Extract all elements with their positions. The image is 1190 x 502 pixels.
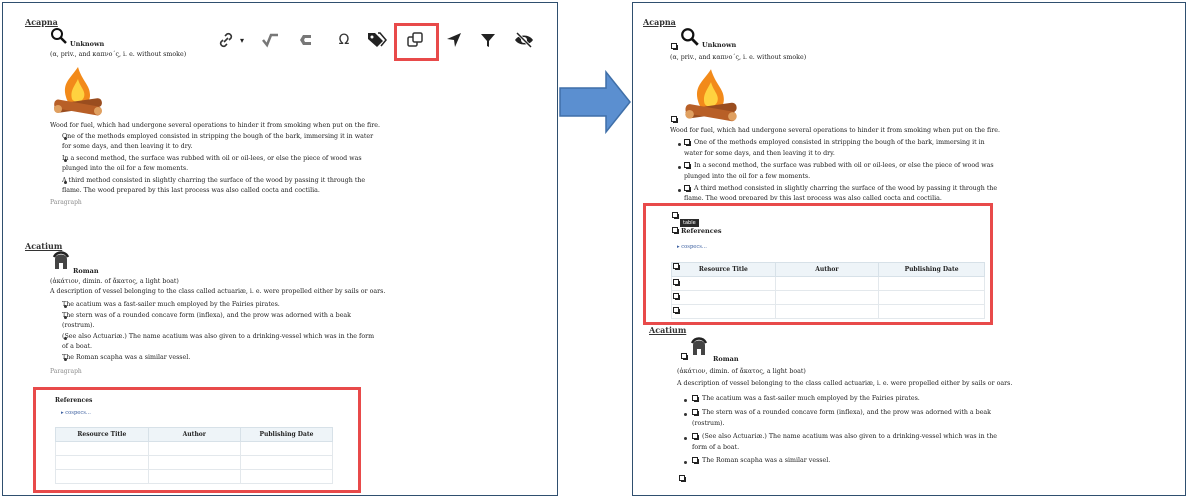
block-handle-icon[interactable] [684,162,691,169]
block-handle-icon[interactable] [692,395,699,402]
block-handle-icon[interactable] [673,279,680,286]
editor-before-panel: Acapna Unknown (α, priv., and καπνο΄ς, i… [2,2,558,496]
image-label: Unknown [702,41,737,49]
list-item-continued: plunged into the oil for a few moments. [62,165,189,172]
references-highlight [33,387,361,493]
table-row[interactable] [55,455,334,470]
list-item: The Roman scapha was a similar vessel. [62,354,191,361]
list-item: One of the methods employed consisted in… [62,133,374,140]
column-header[interactable]: Author [147,427,241,442]
list-item-continued: of a boat. [62,343,92,350]
block-handle-icon[interactable] [672,227,679,234]
list-item: (See also Actuariæ.) The name acatium wa… [702,433,998,440]
magnifier-icon [680,27,700,47]
block-handle-icon[interactable] [679,475,686,482]
c-shape-icon[interactable] [295,29,317,51]
references-table: Resource Title Author Publishing Date [55,427,334,484]
list-item: In a second method, the surface was rubb… [62,155,362,162]
copy-button-highlight [394,23,439,61]
etymology: (α, priv., and καπνο΄ς, i. e. without sm… [670,54,807,61]
references-table: Resource Title Author Publishing Date [671,262,985,319]
filter-icon[interactable] [477,29,499,51]
magnifier-icon [50,27,68,45]
inserted-table-highlight [643,203,993,325]
image-label: Unknown [70,40,105,48]
list-item: The stern was of a rounded concave form … [702,409,991,416]
entry-title-acatium[interactable]: Acatium [649,325,687,335]
block-handle-icon[interactable] [671,43,678,50]
block-handle-icon[interactable] [684,185,691,192]
transition-arrow [558,69,632,135]
list-item: The acatium was a fast-sailer much emplo… [702,395,920,402]
list-item-continued: for some days, and then leaving it to dr… [62,143,193,150]
block-handle-icon[interactable] [673,307,680,314]
references-heading: References [681,227,722,235]
table-row[interactable] [671,304,985,319]
entry-title-acatium[interactable]: Acatium [25,241,63,251]
entry-description: A description of vessel belonging to the… [677,380,1013,387]
campfire-image [680,65,742,125]
paragraph-tag[interactable]: Paragraph [50,368,82,375]
references-link-text[interactable]: cospecs... [65,410,91,416]
block-handle-icon[interactable] [684,139,691,146]
dropdown-caret-icon[interactable]: ▾ [239,35,244,45]
list-item: A third method consisted in slightly cha… [694,185,998,192]
block-handle-icon[interactable] [671,116,678,123]
column-header[interactable]: Publishing Date [239,427,334,442]
list-item: The stern was of a rounded concave form … [62,312,351,319]
omega-icon[interactable]: Ω [338,32,350,48]
list-item-continued: (rostrum). [692,420,725,427]
references-link[interactable]: ▸ cospecs... [61,410,91,416]
list-item: In a second method, the surface was rubb… [694,162,994,169]
table-row[interactable] [55,469,334,484]
list-item: (See also Actuariæ.) The name acatium wa… [62,333,375,340]
list-item-continued: form of a boat. [692,444,740,451]
image-label: Roman [713,355,739,363]
block-handle-icon[interactable] [692,457,699,464]
entry-description: Wood for fuel, which had undergone sever… [50,122,380,129]
check-root-icon[interactable] [259,29,281,51]
link-icon[interactable] [215,29,237,51]
column-header[interactable]: Resource Title [55,427,149,442]
block-handle-icon[interactable] [673,263,680,270]
list-item: A third method consisted in slightly cha… [62,177,366,184]
references-link-text[interactable]: cospecs... [681,244,707,250]
block-handle-icon[interactable] [672,212,679,219]
block-handle-icon[interactable] [692,409,699,416]
editor-after-panel: Acapna Unknown (α, priv., and καπνο΄ς, i… [632,2,1186,496]
block-handle-icon[interactable] [681,353,688,360]
list-item-continued: flame. The wood prepared by this last pr… [684,195,942,200]
entry-description: Wood for fuel, which had undergone sever… [670,127,1000,134]
etymology: (α, priv., and καπνο΄ς, i. e. without sm… [50,51,187,58]
entry-description: A description of vessel belonging to the… [50,288,386,295]
helmet-image [51,251,71,273]
references-link[interactable]: ▸ cospecs... [677,244,707,250]
navigate-arrow-icon[interactable] [443,29,465,51]
etymology: (ἀκάτιον, dimin. of ἄκατος, a light boat… [677,368,806,375]
table-row[interactable] [671,290,985,305]
eye-off-icon[interactable] [513,29,535,51]
campfire-image [50,63,106,119]
copy-icon[interactable] [404,29,426,51]
list-item-continued: (rostrum). [62,322,95,329]
list-item-continued: water for some days, and then leaving it… [684,150,835,157]
list-item-continued: flame. The wood prepared by this last pr… [62,187,320,194]
paragraph-tag[interactable]: Paragraph [50,199,82,206]
block-handle-icon[interactable] [673,293,680,300]
tags-icon[interactable] [366,29,388,51]
entry-title-acapna[interactable]: Acapna [643,17,676,27]
column-header[interactable]: Resource Title [671,262,776,277]
etymology: (ἀκάτιον, dimin. of ἄκατος, a light boat… [50,278,179,285]
list-item-continued: plunged into the oil for a few moments. [684,173,811,180]
list-item: The Roman scapha was a similar vessel. [702,457,831,464]
helmet-image [689,337,709,359]
list-item: One of the methods employed consisted in… [694,139,985,146]
image-label: Roman [73,267,99,275]
references-heading: References [55,397,93,404]
entry-title-acapna[interactable]: Acapna [25,17,58,27]
block-handle-icon[interactable] [692,433,699,440]
tooltip: table [680,219,699,227]
list-item: The acatium was a fast-sailer much emplo… [62,301,280,308]
